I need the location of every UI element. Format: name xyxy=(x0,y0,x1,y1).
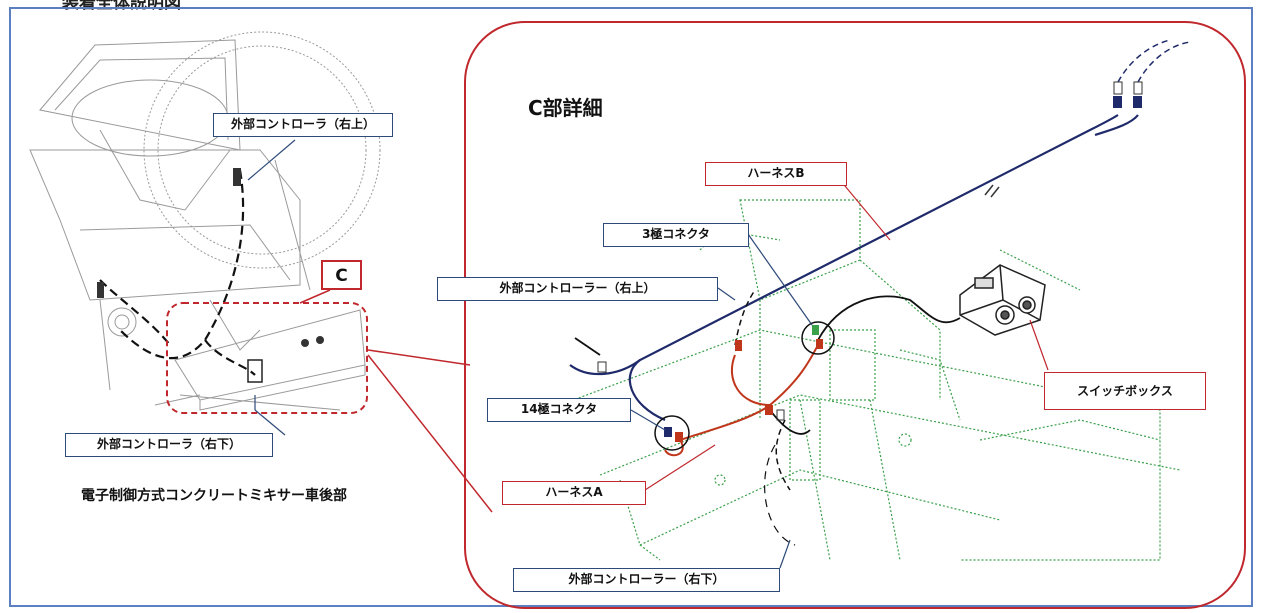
label-upper-right-controller: 外部コントローラ（右上） xyxy=(213,113,393,137)
14pin-connector-plug xyxy=(675,432,683,442)
lower-controller-area-circle xyxy=(764,444,796,546)
page-header-title: 装着全体説明図 xyxy=(62,0,181,13)
mixer-harness-left xyxy=(99,169,256,376)
label-lower-right-controller: 外部コントローラ（右下） xyxy=(65,433,273,457)
chassis-outline xyxy=(559,199,1181,561)
lower-controller-mark xyxy=(247,359,263,383)
upper-controller-mark xyxy=(233,168,241,186)
connector-lower-controller xyxy=(765,405,773,415)
connector-upper-controller xyxy=(735,340,742,351)
switch-box-illustration xyxy=(959,264,1046,336)
switchbox-cable xyxy=(574,295,961,435)
label-switch-box: スイッチボックス xyxy=(1044,372,1206,410)
lower-controller-dashed xyxy=(775,419,791,491)
harness-b-end-plug-2 xyxy=(1133,96,1142,108)
leader-switch-box xyxy=(1029,319,1049,371)
figure-caption: 電子制御方式コンクリートミキサー車後部 xyxy=(81,488,347,504)
leader-3pin xyxy=(747,233,813,326)
leader-harness-b xyxy=(839,179,891,241)
detail-link-upper xyxy=(367,349,471,366)
label-harness-a: ハーネスA xyxy=(502,481,646,505)
harness-b-end-connector-2 xyxy=(1133,81,1143,95)
harness-b-end-plug-1 xyxy=(1113,96,1122,108)
3pin-connector-plug xyxy=(816,339,823,349)
harness-b-end-connector-1 xyxy=(1113,81,1123,95)
leader-upper-controller-detail xyxy=(717,287,736,301)
panel-knob-2 xyxy=(316,336,324,344)
callout-c-region xyxy=(166,302,368,414)
upper-controller-dashed xyxy=(734,289,756,346)
leader-harness-a xyxy=(644,444,716,491)
harness-b-dashed-ends xyxy=(1117,39,1191,83)
label-14pin-connector: 14極コネクタ xyxy=(487,398,631,422)
mixer-drum-illustration xyxy=(29,31,381,411)
harness-b-wire xyxy=(569,114,1139,422)
14pin-connector-body xyxy=(664,427,672,437)
callout-c-leader xyxy=(299,289,331,304)
connector-lower-controller-mate xyxy=(776,409,785,421)
side-controller-mark xyxy=(97,282,104,298)
label-lower-right-controller-detail: 外部コントローラー（右下） xyxy=(513,568,780,592)
label-3pin-connector: 3極コネクタ xyxy=(603,223,749,247)
figure-frame xyxy=(9,7,1253,607)
detail-c-frame xyxy=(464,21,1246,609)
label-harness-b: ハーネスB xyxy=(705,162,847,186)
harness-break-mark xyxy=(984,184,1000,198)
3pin-connector-body xyxy=(812,325,819,335)
leader-lower-controller-detail xyxy=(779,539,791,569)
label-upper-right-controller-detail: 外部コントローラー（右上） xyxy=(437,277,718,301)
leader-upper-controller xyxy=(247,139,296,181)
page-header: 装着全体説明図 xyxy=(0,0,1262,13)
panel-knob-1 xyxy=(301,339,309,347)
leader-14pin xyxy=(630,409,666,431)
14pin-connector-circle xyxy=(654,415,690,451)
leader-lower-controller-2 xyxy=(254,409,286,436)
connector-left-end xyxy=(597,361,607,373)
3pin-connector-circle xyxy=(801,321,835,355)
detail-c-title: C部詳細 xyxy=(528,96,603,120)
detail-link-lower xyxy=(367,354,493,513)
callout-c-badge: C xyxy=(321,260,362,290)
